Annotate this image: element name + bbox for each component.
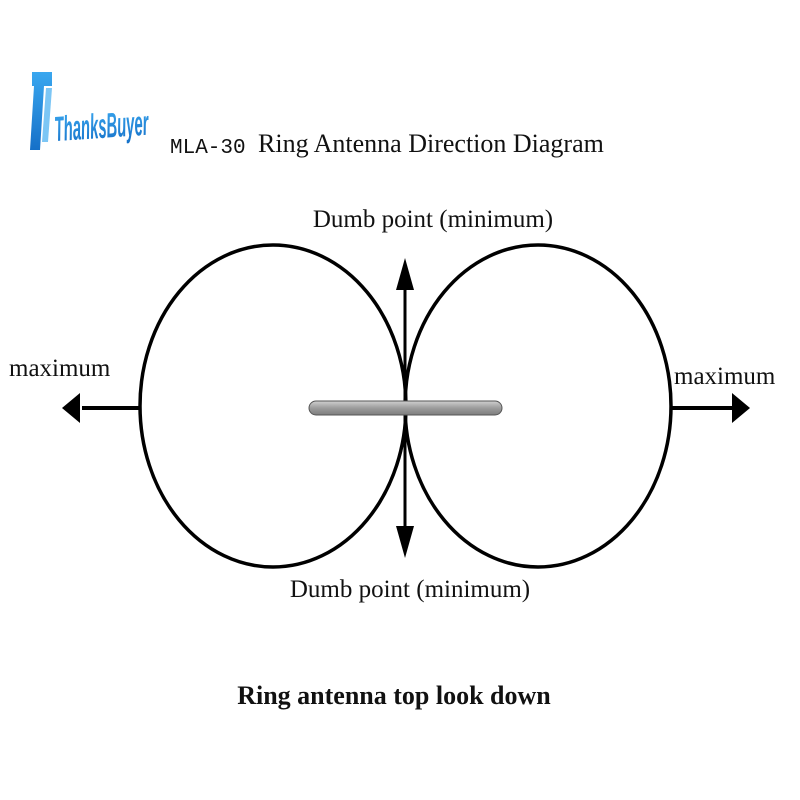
label-top-null: Dumb point (minimum) bbox=[313, 206, 553, 233]
brand-logo: ThanksBuyer bbox=[30, 72, 151, 150]
diagram-caption: Ring antenna top look down bbox=[237, 681, 551, 710]
label-right-maximum: maximum bbox=[674, 363, 776, 390]
up-arrow bbox=[396, 258, 414, 405]
logo-mark-icon bbox=[30, 72, 52, 150]
label-left-maximum: maximum bbox=[9, 355, 111, 382]
down-arrow bbox=[396, 410, 414, 558]
left-arrow bbox=[62, 393, 140, 423]
antenna-rod bbox=[308, 400, 503, 416]
model-label: MLA-30 bbox=[170, 137, 246, 160]
right-arrow bbox=[672, 393, 750, 423]
diagram-title: Ring Antenna Direction Diagram bbox=[258, 129, 604, 158]
brand-logo-text: ThanksBuyer bbox=[53, 104, 150, 150]
label-bottom-null: Dumb point (minimum) bbox=[290, 576, 530, 603]
